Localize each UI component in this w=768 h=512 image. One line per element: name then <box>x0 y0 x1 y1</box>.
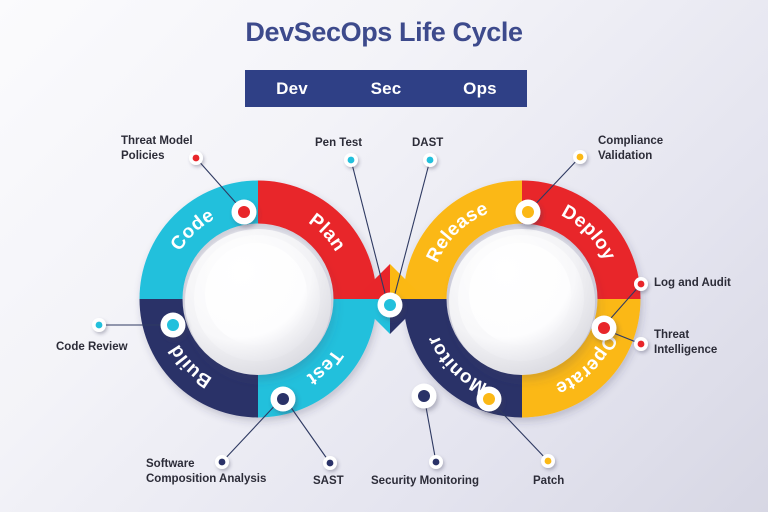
connector-pen-test <box>350 159 389 306</box>
arc-operate[interactable] <box>521 298 641 418</box>
callout-dot-threat-model-policies[interactable] <box>189 151 203 165</box>
ring-node-crossover[interactable] <box>377 292 403 318</box>
callout-label-sast: SAST <box>313 475 344 487</box>
arc-plan[interactable] <box>257 180 377 300</box>
bar-segment-dev: Dev <box>276 78 308 98</box>
devsecops-bar: Dev Sec Ops <box>245 70 527 107</box>
callout-dot-code-review[interactable] <box>92 318 106 332</box>
callout-dots <box>92 150 648 470</box>
arc-release[interactable] <box>403 180 523 300</box>
arc-deploy[interactable] <box>521 180 641 300</box>
callout-label-patch: Patch <box>533 475 565 487</box>
callout-dot-compliance-validation[interactable] <box>573 150 587 164</box>
page-title: DevSecOps Life Cycle <box>245 17 523 47</box>
bar-segment-ops: Ops <box>463 78 497 98</box>
connector-software-composition-analysis <box>221 398 282 463</box>
right-lobe-disc <box>449 229 595 375</box>
callout-dot-threat-intelligence[interactable] <box>634 337 648 351</box>
callout-dot-patch[interactable] <box>541 454 555 468</box>
callout-label-software-composition-analysis: Software Composition Analysis <box>146 458 267 485</box>
connector-compliance-validation <box>527 156 581 213</box>
ring-node-build-test[interactable] <box>270 386 296 412</box>
callout-label-threat-intelligence: Threat Intelligence <box>654 329 718 356</box>
callout-label-code-review: Code Review <box>56 341 128 353</box>
callout-dot-pen-test[interactable] <box>344 153 358 167</box>
callout-dot-sast[interactable] <box>323 456 337 470</box>
ring-node-threat-model-policies[interactable] <box>231 199 257 225</box>
right-lobe-ring <box>403 180 641 418</box>
connector-dast <box>391 159 431 306</box>
ring-node-patch[interactable] <box>476 386 502 412</box>
ring-node-compliance-validation[interactable] <box>515 199 541 225</box>
callout-label-dast: DAST <box>412 137 444 149</box>
callout-label-log-and-audit: Log and Audit <box>654 277 731 289</box>
ring-nodes <box>160 199 617 412</box>
crossover-yellow <box>390 264 425 299</box>
callout-label-security-monitoring: Security Monitoring <box>371 475 479 487</box>
callout-label-threat-model-policies: Threat Model Policies <box>121 135 193 162</box>
ring-node-deploy-operate[interactable] <box>591 315 617 341</box>
bar-segment-sec: Sec <box>370 78 402 98</box>
left-lobe-disc <box>185 229 331 375</box>
ring-node-security-monitoring[interactable] <box>411 383 437 409</box>
crossover-red <box>355 264 390 299</box>
callout-label-pen-test: Pen Test <box>315 137 363 149</box>
callout-dot-security-monitoring[interactable] <box>429 455 443 469</box>
callout-dot-dast[interactable] <box>423 153 437 167</box>
connector-patch <box>488 398 549 462</box>
callout-dot-software-composition-analysis[interactable] <box>215 455 229 469</box>
callout-dot-log-and-audit[interactable] <box>634 277 648 291</box>
callout-label-compliance-validation: Compliance Validation <box>598 135 664 162</box>
ring-node-code-review[interactable] <box>160 312 186 338</box>
connector-sast <box>284 398 331 464</box>
arc-monitor[interactable] <box>403 298 523 418</box>
